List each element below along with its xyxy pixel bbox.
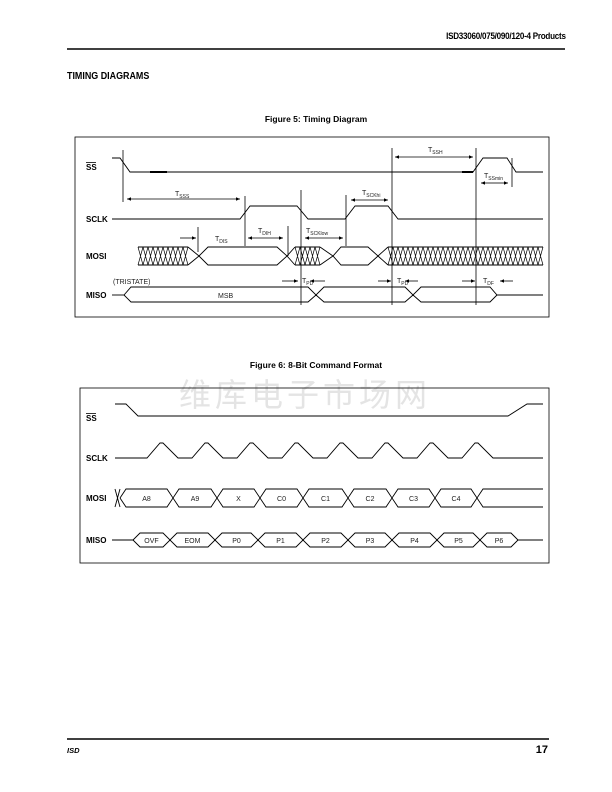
tdih-label: TDIH (258, 228, 271, 237)
tdih-arrow-left-head (248, 236, 252, 240)
mosi-waveform-top (119, 488, 543, 499)
mosi-data-top (187, 246, 296, 257)
figure-6-title: Figure 6: 8-Bit Command Format (249, 360, 383, 370)
tdf-arrow-head (471, 279, 475, 283)
signal-mosi-label: MOSI (86, 252, 106, 261)
miso-bit-label: P5 (454, 538, 463, 545)
figure-5-title: Figure 5: Timing Diagram (264, 114, 368, 124)
mosi-bit-label: X (236, 496, 241, 503)
sclk-waveform (115, 442, 543, 459)
tpd-label-2: TPD (397, 278, 409, 287)
mosi-bit-label: C0 (277, 496, 286, 503)
signal-sclk-label: SCLK (86, 454, 108, 463)
running-header: ISD33060/075/090/120-4 Products (446, 31, 566, 42)
tpd-arrow-head (405, 279, 409, 283)
tssmin-arrow-left-head (481, 181, 485, 185)
footer-brand: ISD (67, 746, 80, 755)
miso-bit-label: P3 (366, 538, 375, 545)
tscklow-arrow-left-head (305, 236, 309, 240)
mosi-data-bottom (187, 255, 296, 266)
tpd-arrow-head (387, 279, 391, 283)
tdis-label: TDIS (215, 236, 228, 245)
miso-bit-label: P0 (232, 538, 241, 545)
tdis-arrow-head (192, 236, 196, 240)
mosi-data-bottom (319, 255, 389, 266)
signal-ss-label: SS (86, 163, 97, 172)
tristate-label: (TRISTATE) (113, 279, 150, 286)
mosi-dont-care (137, 246, 189, 266)
miso-bit-label: P4 (410, 538, 419, 545)
mosi-bit-label: C4 (452, 496, 461, 503)
mosi-bit-label: A8 (142, 496, 151, 503)
miso-waveform-top (123, 286, 543, 296)
tssh-arrow-right-head (469, 155, 473, 159)
watermark: 维库电子市场网 (179, 376, 431, 414)
miso-waveform-top (132, 532, 519, 541)
tscklow-label: TSCKlow (306, 228, 328, 237)
mosi-dont-care (387, 246, 544, 266)
signal-sclk-label: SCLK (86, 215, 108, 224)
miso-bit-label: P6 (495, 538, 504, 545)
tssh-arrow-left-head (395, 155, 399, 159)
mosi-bit-label: A9 (191, 496, 200, 503)
mosi-bit-label: C1 (321, 496, 330, 503)
tsss-arrow-left-head (127, 197, 131, 201)
tdf-arrow-head (500, 279, 504, 283)
miso-bit-label: P1 (276, 538, 285, 545)
sclk-waveform (112, 205, 543, 220)
ss-waveform (115, 403, 543, 417)
signal-mosi-label: MOSI (86, 494, 106, 503)
figure-5-timing-diagram: SS SCLK MOSI MISO (TRISTATE) MSB TSSH TS… (74, 136, 550, 318)
tsss-label: TSSS (175, 191, 190, 200)
tsckhi-label: TSCKhi (362, 190, 380, 199)
tpd-arrow-head (310, 279, 314, 283)
mosi-bit-label: C3 (409, 496, 418, 503)
tdf-label: TDF (483, 278, 494, 287)
mosi-bit-label: C2 (366, 496, 375, 503)
page-number: 17 (535, 744, 548, 756)
tssh-label: TSSH (428, 147, 443, 156)
tpd-arrow-head (294, 279, 298, 283)
miso-waveform-bottom (123, 294, 498, 303)
msb-label: MSB (218, 293, 234, 300)
tsckhi-arrow-left-head (351, 198, 355, 202)
signal-ss-label: SS (86, 414, 97, 423)
tdih-arrow-right-head (279, 236, 283, 240)
tsckhi-arrow-right-head (384, 198, 388, 202)
ss-waveform (112, 157, 543, 173)
miso-bit-label: EOM (185, 538, 201, 545)
mosi-data-top (319, 246, 389, 257)
miso-bit-label: P2 (321, 538, 330, 545)
mosi-waveform-bottom (119, 497, 543, 508)
signal-miso-label: MISO (86, 536, 106, 545)
tscklow-arrow-right-head (339, 236, 343, 240)
miso-waveform-bottom (132, 539, 519, 548)
tsss-arrow-right-head (236, 197, 240, 201)
tssmin-arrow-right-head (504, 181, 508, 185)
figure-6-frame (79, 387, 550, 564)
signal-miso-label: MISO (86, 291, 106, 300)
miso-bit-label: OVF (144, 538, 158, 545)
figure-5-frame (74, 136, 550, 318)
tssmin-label: TSSmin (484, 173, 503, 182)
mosi-start-cross (114, 488, 121, 508)
section-title: TIMING DIAGRAMS (67, 70, 150, 82)
tpd-label-1: TPD (302, 278, 314, 287)
mosi-dont-care (294, 246, 321, 266)
